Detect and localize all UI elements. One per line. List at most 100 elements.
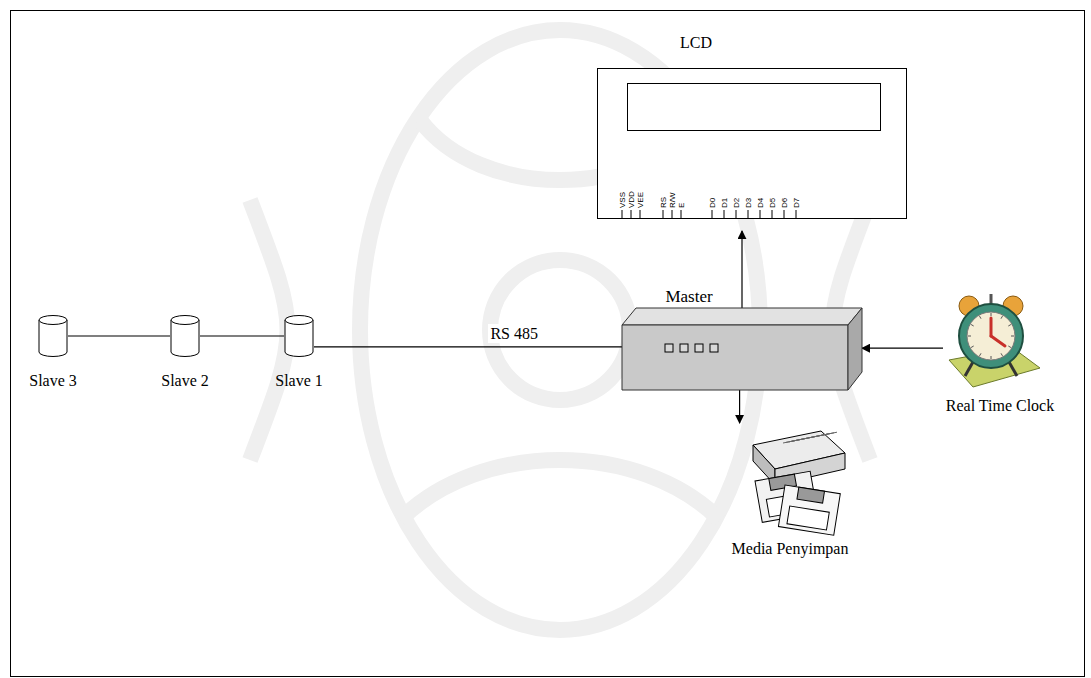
clock-tick bbox=[1008, 346, 1011, 348]
slave-node-shape bbox=[284, 315, 314, 357]
clock-hand bbox=[990, 318, 993, 336]
connector bbox=[739, 390, 740, 423]
clock-tick bbox=[991, 356, 992, 359]
clock-tick bbox=[971, 325, 974, 327]
pin-lead bbox=[796, 210, 797, 218]
slave-node-shape bbox=[38, 315, 68, 357]
cylinder-body bbox=[285, 320, 313, 357]
watermark-curve bbox=[250, 200, 288, 460]
cylinder-body bbox=[171, 320, 199, 357]
box-front bbox=[622, 325, 848, 390]
floppy-body bbox=[778, 485, 840, 535]
node-label: LCD bbox=[680, 33, 712, 52]
watermark-curve bbox=[400, 460, 720, 520]
clock-tick bbox=[968, 336, 971, 337]
node-label: Slave 3 bbox=[29, 371, 77, 390]
cylinder-body bbox=[39, 320, 67, 357]
clock-tick bbox=[1011, 336, 1014, 337]
lcd-display: LCDVSSVDDVEERSR/WED0D1D2D3D4D5D6D7 bbox=[597, 68, 907, 219]
pin-lead bbox=[760, 210, 761, 218]
clock-leg bbox=[1009, 362, 1017, 376]
clock-tick bbox=[991, 313, 992, 316]
indicator-square bbox=[695, 344, 703, 352]
cylinder-top bbox=[39, 316, 67, 325]
pin-lead bbox=[772, 210, 773, 218]
real-time-clock: Real Time Clock bbox=[943, 288, 1043, 390]
pin-lead bbox=[672, 210, 673, 218]
slave-node: Slave 1 bbox=[284, 315, 314, 357]
pin-label: VSS bbox=[618, 192, 627, 208]
box-top bbox=[622, 308, 862, 325]
storage-media: Media Penyimpan bbox=[733, 423, 851, 533]
connector bbox=[741, 231, 742, 308]
indicator-square bbox=[680, 344, 688, 352]
pin-label: VEE bbox=[636, 192, 645, 208]
master-unit: Master bbox=[622, 308, 862, 390]
cylinder-top bbox=[171, 316, 199, 325]
pin-label: D0 bbox=[708, 198, 717, 208]
clock-tick bbox=[1008, 325, 1011, 327]
pin-lead bbox=[640, 210, 641, 218]
floppy-label bbox=[787, 506, 829, 530]
indicator-square bbox=[665, 344, 673, 352]
pin-lead bbox=[681, 210, 682, 218]
floppy-shutter bbox=[797, 487, 825, 503]
clock-body bbox=[959, 304, 1023, 368]
node-label: Media Penyimpan bbox=[732, 539, 849, 558]
connector bbox=[68, 335, 170, 336]
pin-lead bbox=[748, 210, 749, 218]
pin-lead bbox=[784, 210, 785, 218]
pin-lead bbox=[724, 210, 725, 218]
floppy-disk bbox=[778, 485, 840, 535]
clock-tick bbox=[980, 353, 982, 356]
pin-label: D6 bbox=[780, 198, 789, 208]
slave-node: Slave 3 bbox=[38, 315, 68, 357]
pin-label: E bbox=[677, 203, 686, 208]
connector bbox=[314, 346, 622, 347]
node-label: Slave 2 bbox=[161, 371, 209, 390]
clock-tick bbox=[1001, 316, 1003, 319]
clock-hand bbox=[991, 336, 1005, 346]
pin-lead bbox=[663, 210, 664, 218]
pin-lead bbox=[622, 210, 623, 218]
lcd-housing bbox=[598, 69, 907, 219]
slave-node: Slave 2 bbox=[170, 315, 200, 357]
pin-label: D3 bbox=[744, 198, 753, 208]
indicator-square bbox=[710, 344, 718, 352]
box-side bbox=[848, 308, 862, 390]
clock-tick bbox=[971, 346, 974, 348]
connector bbox=[200, 335, 284, 336]
clock-tick bbox=[1001, 353, 1003, 356]
lcd-screen bbox=[628, 84, 881, 131]
node-label: Real Time Clock bbox=[946, 396, 1054, 415]
cylinder-top bbox=[285, 316, 313, 325]
pin-label: VDD bbox=[627, 191, 636, 208]
edge-label: RS 485 bbox=[488, 324, 540, 343]
node-label: Master bbox=[665, 287, 712, 306]
pin-label: D5 bbox=[768, 198, 777, 208]
clock-tick bbox=[980, 316, 982, 319]
pin-label: D7 bbox=[792, 198, 801, 208]
real-time-clock-shape bbox=[943, 288, 1043, 390]
drive-slot bbox=[792, 432, 837, 441]
pin-lead bbox=[736, 210, 737, 218]
pin-lead bbox=[712, 210, 713, 218]
clock-leg bbox=[965, 362, 973, 376]
pin-label: D1 bbox=[720, 198, 729, 208]
pin-label: D4 bbox=[756, 198, 765, 208]
connector bbox=[862, 348, 943, 349]
pin-lead bbox=[631, 210, 632, 218]
master-unit-shape bbox=[622, 308, 862, 390]
clock-face bbox=[967, 312, 1015, 360]
pin-label: D2 bbox=[732, 198, 741, 208]
node-label: Slave 1 bbox=[275, 371, 323, 390]
slave-node-shape bbox=[170, 315, 200, 357]
frame bbox=[11, 11, 1085, 677]
pin-label: RS bbox=[659, 197, 668, 208]
pin-label: R/W bbox=[668, 192, 677, 208]
clock-hammer bbox=[990, 294, 993, 304]
storage-media-shape bbox=[733, 423, 851, 533]
